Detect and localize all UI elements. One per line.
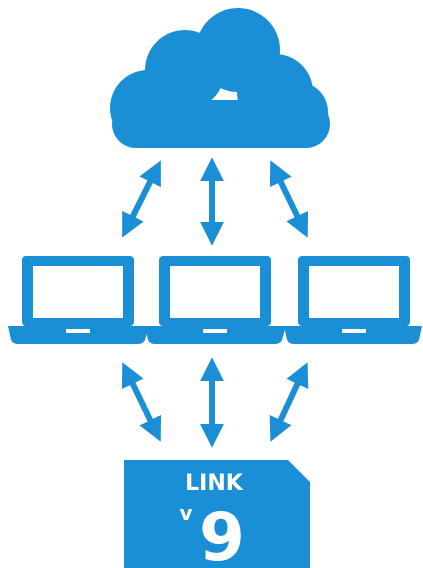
cloud-icon bbox=[110, 8, 330, 148]
laptop-icon bbox=[8, 256, 149, 344]
double-arrow-icon bbox=[122, 160, 161, 238]
double-arrow-icon bbox=[121, 362, 162, 442]
badge-title: LINK bbox=[185, 471, 244, 496]
link-v9-badge: LINK v 9 bbox=[124, 460, 310, 568]
badge-version-prefix: v bbox=[179, 501, 192, 525]
double-arrow-icon bbox=[269, 160, 309, 238]
laptop-icon bbox=[145, 256, 286, 344]
badge-version-number: 9 bbox=[199, 499, 245, 568]
double-arrow-icon bbox=[269, 362, 309, 442]
laptop-icon bbox=[284, 256, 422, 344]
